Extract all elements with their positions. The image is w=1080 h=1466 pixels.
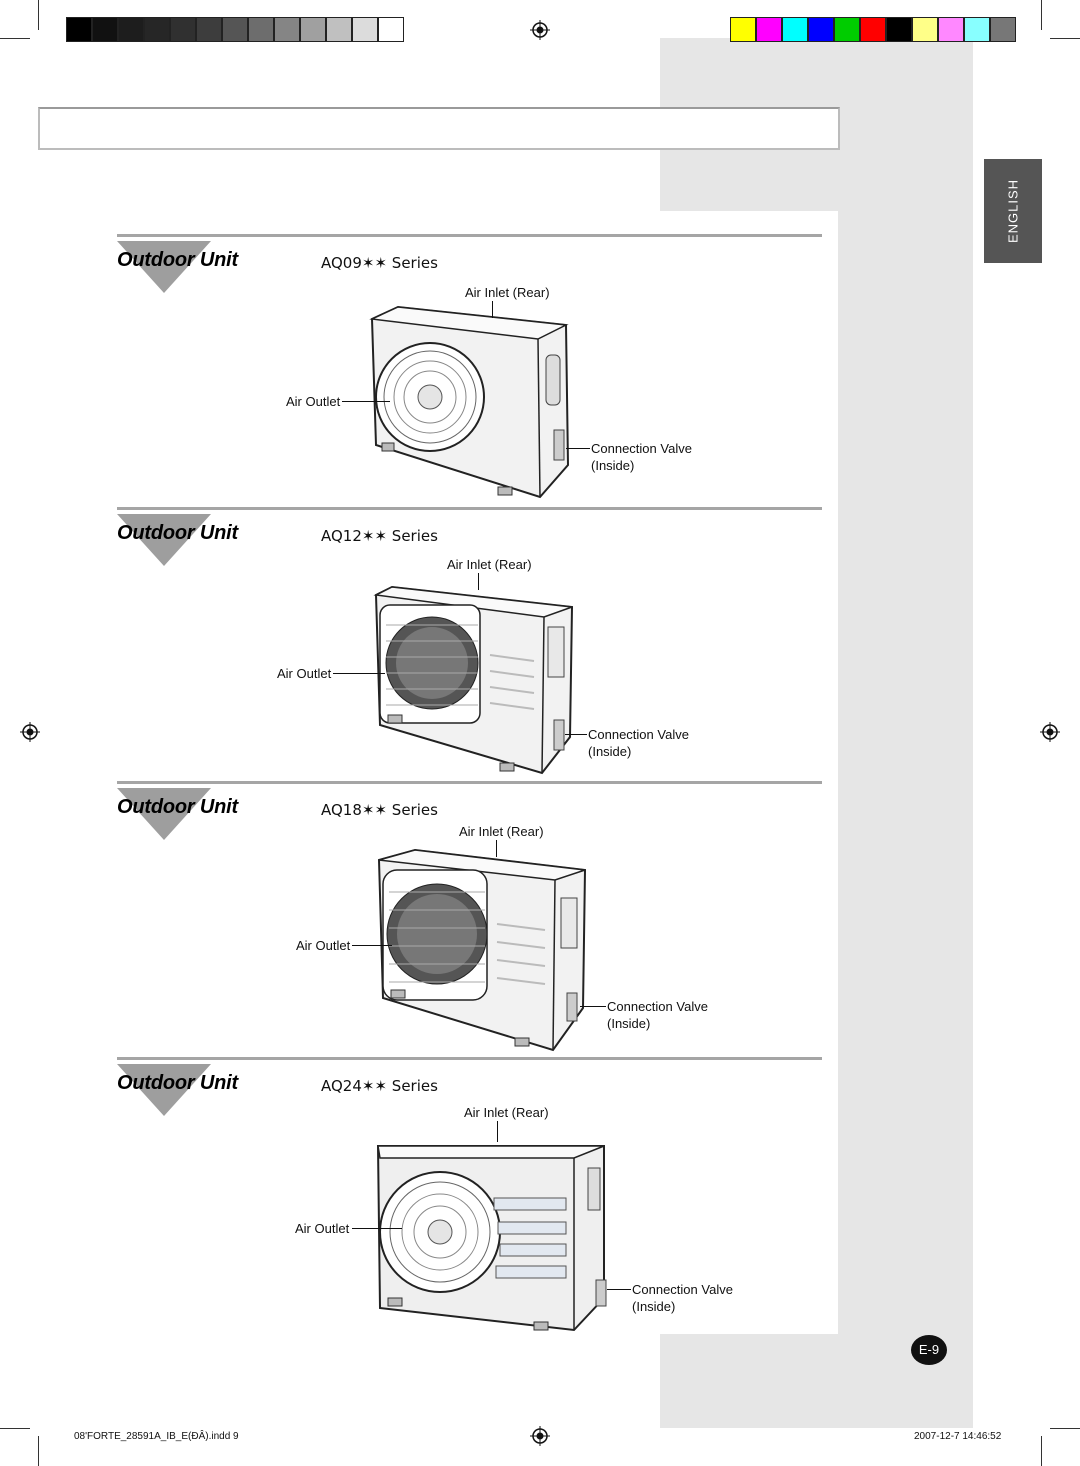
connection-valve-label: Connection Valve xyxy=(607,999,708,1014)
crop-mark xyxy=(1041,0,1042,30)
connection-valve-sublabel: (Inside) xyxy=(588,744,632,759)
grayscale-swatch xyxy=(196,17,222,42)
outdoor-unit-aq18-illustration xyxy=(377,848,587,1052)
grayscale-swatch xyxy=(144,17,170,42)
color-swatch xyxy=(990,17,1016,42)
connection-valve-label: Connection Valve xyxy=(591,441,692,456)
registration-mark-icon xyxy=(530,1426,550,1446)
section-rule xyxy=(117,781,822,784)
crop-mark xyxy=(38,0,39,30)
color-swatch xyxy=(938,17,964,42)
leader-line xyxy=(352,1228,402,1229)
section-title: Outdoor Unit xyxy=(117,1072,238,1094)
grayscale-swatch xyxy=(326,17,352,42)
section-title: Outdoor Unit xyxy=(117,249,238,271)
page-header-box xyxy=(38,107,840,150)
series-label: AQ12✶✶ Series xyxy=(321,527,438,545)
language-tab-label: ENGLISH xyxy=(1005,178,1021,244)
air-inlet-label: Air Inlet (Rear) xyxy=(465,285,550,300)
leader-line xyxy=(492,301,493,318)
language-tab: ENGLISH xyxy=(984,159,1042,263)
section-title: Outdoor Unit xyxy=(117,796,238,818)
leader-line xyxy=(478,573,479,590)
air-outlet-label: Air Outlet xyxy=(296,938,351,953)
section-triangle-icon xyxy=(117,241,211,293)
section-title: Outdoor Unit xyxy=(117,522,238,544)
grayscale-swatch xyxy=(66,17,92,42)
footer-file-name: 08'FORTE_28591A_IB_E(ÐÂ).indd 9 xyxy=(74,1431,239,1442)
color-swatch xyxy=(964,17,990,42)
color-swatch xyxy=(834,17,860,42)
grayscale-swatch xyxy=(274,17,300,42)
air-outlet-label: Air Outlet xyxy=(277,666,332,681)
series-label: AQ18✶✶ Series xyxy=(321,801,438,819)
leader-line xyxy=(565,734,587,735)
color-swatch xyxy=(730,17,756,42)
section-rule xyxy=(117,1057,822,1060)
color-swatch xyxy=(912,17,938,42)
registration-mark-icon xyxy=(1040,722,1060,742)
section-rule xyxy=(117,507,822,510)
grayscale-swatch xyxy=(118,17,144,42)
registration-mark-icon xyxy=(530,20,550,40)
air-inlet-label: Air Inlet (Rear) xyxy=(459,824,544,839)
registration-mark-icon xyxy=(20,722,40,742)
section-triangle-icon xyxy=(117,1064,211,1116)
grayscale-swatch xyxy=(248,17,274,42)
air-outlet-label: Air Outlet xyxy=(286,394,341,409)
air-inlet-label: Air Inlet (Rear) xyxy=(447,557,532,572)
leader-line xyxy=(497,1121,498,1142)
leader-line xyxy=(496,840,497,857)
crop-mark xyxy=(0,1428,30,1429)
section-triangle-icon xyxy=(117,788,211,840)
color-swatch xyxy=(860,17,886,42)
connection-valve-sublabel: (Inside) xyxy=(632,1299,676,1314)
connection-valve-label: Connection Valve xyxy=(588,727,689,742)
color-swatch xyxy=(886,17,912,42)
outdoor-unit-aq24-illustration xyxy=(376,1145,607,1332)
section-rule xyxy=(117,234,822,237)
leader-line xyxy=(580,1006,606,1007)
crop-mark xyxy=(1050,38,1080,39)
grayscale-swatch xyxy=(92,17,118,42)
page-number-badge: E-9 xyxy=(911,1335,947,1365)
color-swatch xyxy=(808,17,834,42)
grayscale-swatch xyxy=(170,17,196,42)
crop-mark xyxy=(1050,1428,1080,1429)
leader-line xyxy=(566,448,590,449)
leader-line xyxy=(333,673,385,674)
outdoor-unit-aq12-illustration xyxy=(373,585,574,775)
crop-mark xyxy=(1041,1436,1042,1466)
footer-timestamp: 2007-12-7 14:46:52 xyxy=(914,1431,1002,1442)
crop-mark xyxy=(38,1436,39,1466)
crop-mark xyxy=(0,38,30,39)
color-swatch xyxy=(782,17,808,42)
color-swatch xyxy=(756,17,782,42)
section-triangle-icon xyxy=(117,514,211,566)
leader-line xyxy=(352,945,392,946)
leader-line xyxy=(607,1289,631,1290)
series-label: AQ24✶✶ Series xyxy=(321,1077,438,1095)
connection-valve-label: Connection Valve xyxy=(632,1282,733,1297)
connection-valve-sublabel: (Inside) xyxy=(591,458,635,473)
air-inlet-label: Air Inlet (Rear) xyxy=(464,1105,549,1120)
outdoor-unit-aq09-illustration xyxy=(369,305,570,499)
grayscale-swatch xyxy=(300,17,326,42)
grayscale-swatch xyxy=(352,17,378,42)
air-outlet-label: Air Outlet xyxy=(295,1221,350,1236)
series-label: AQ09✶✶ Series xyxy=(321,254,438,272)
grayscale-swatch xyxy=(378,17,404,42)
grayscale-swatch xyxy=(222,17,248,42)
leader-line xyxy=(342,401,390,402)
connection-valve-sublabel: (Inside) xyxy=(607,1016,651,1031)
side-gray-band-right xyxy=(838,38,973,1428)
